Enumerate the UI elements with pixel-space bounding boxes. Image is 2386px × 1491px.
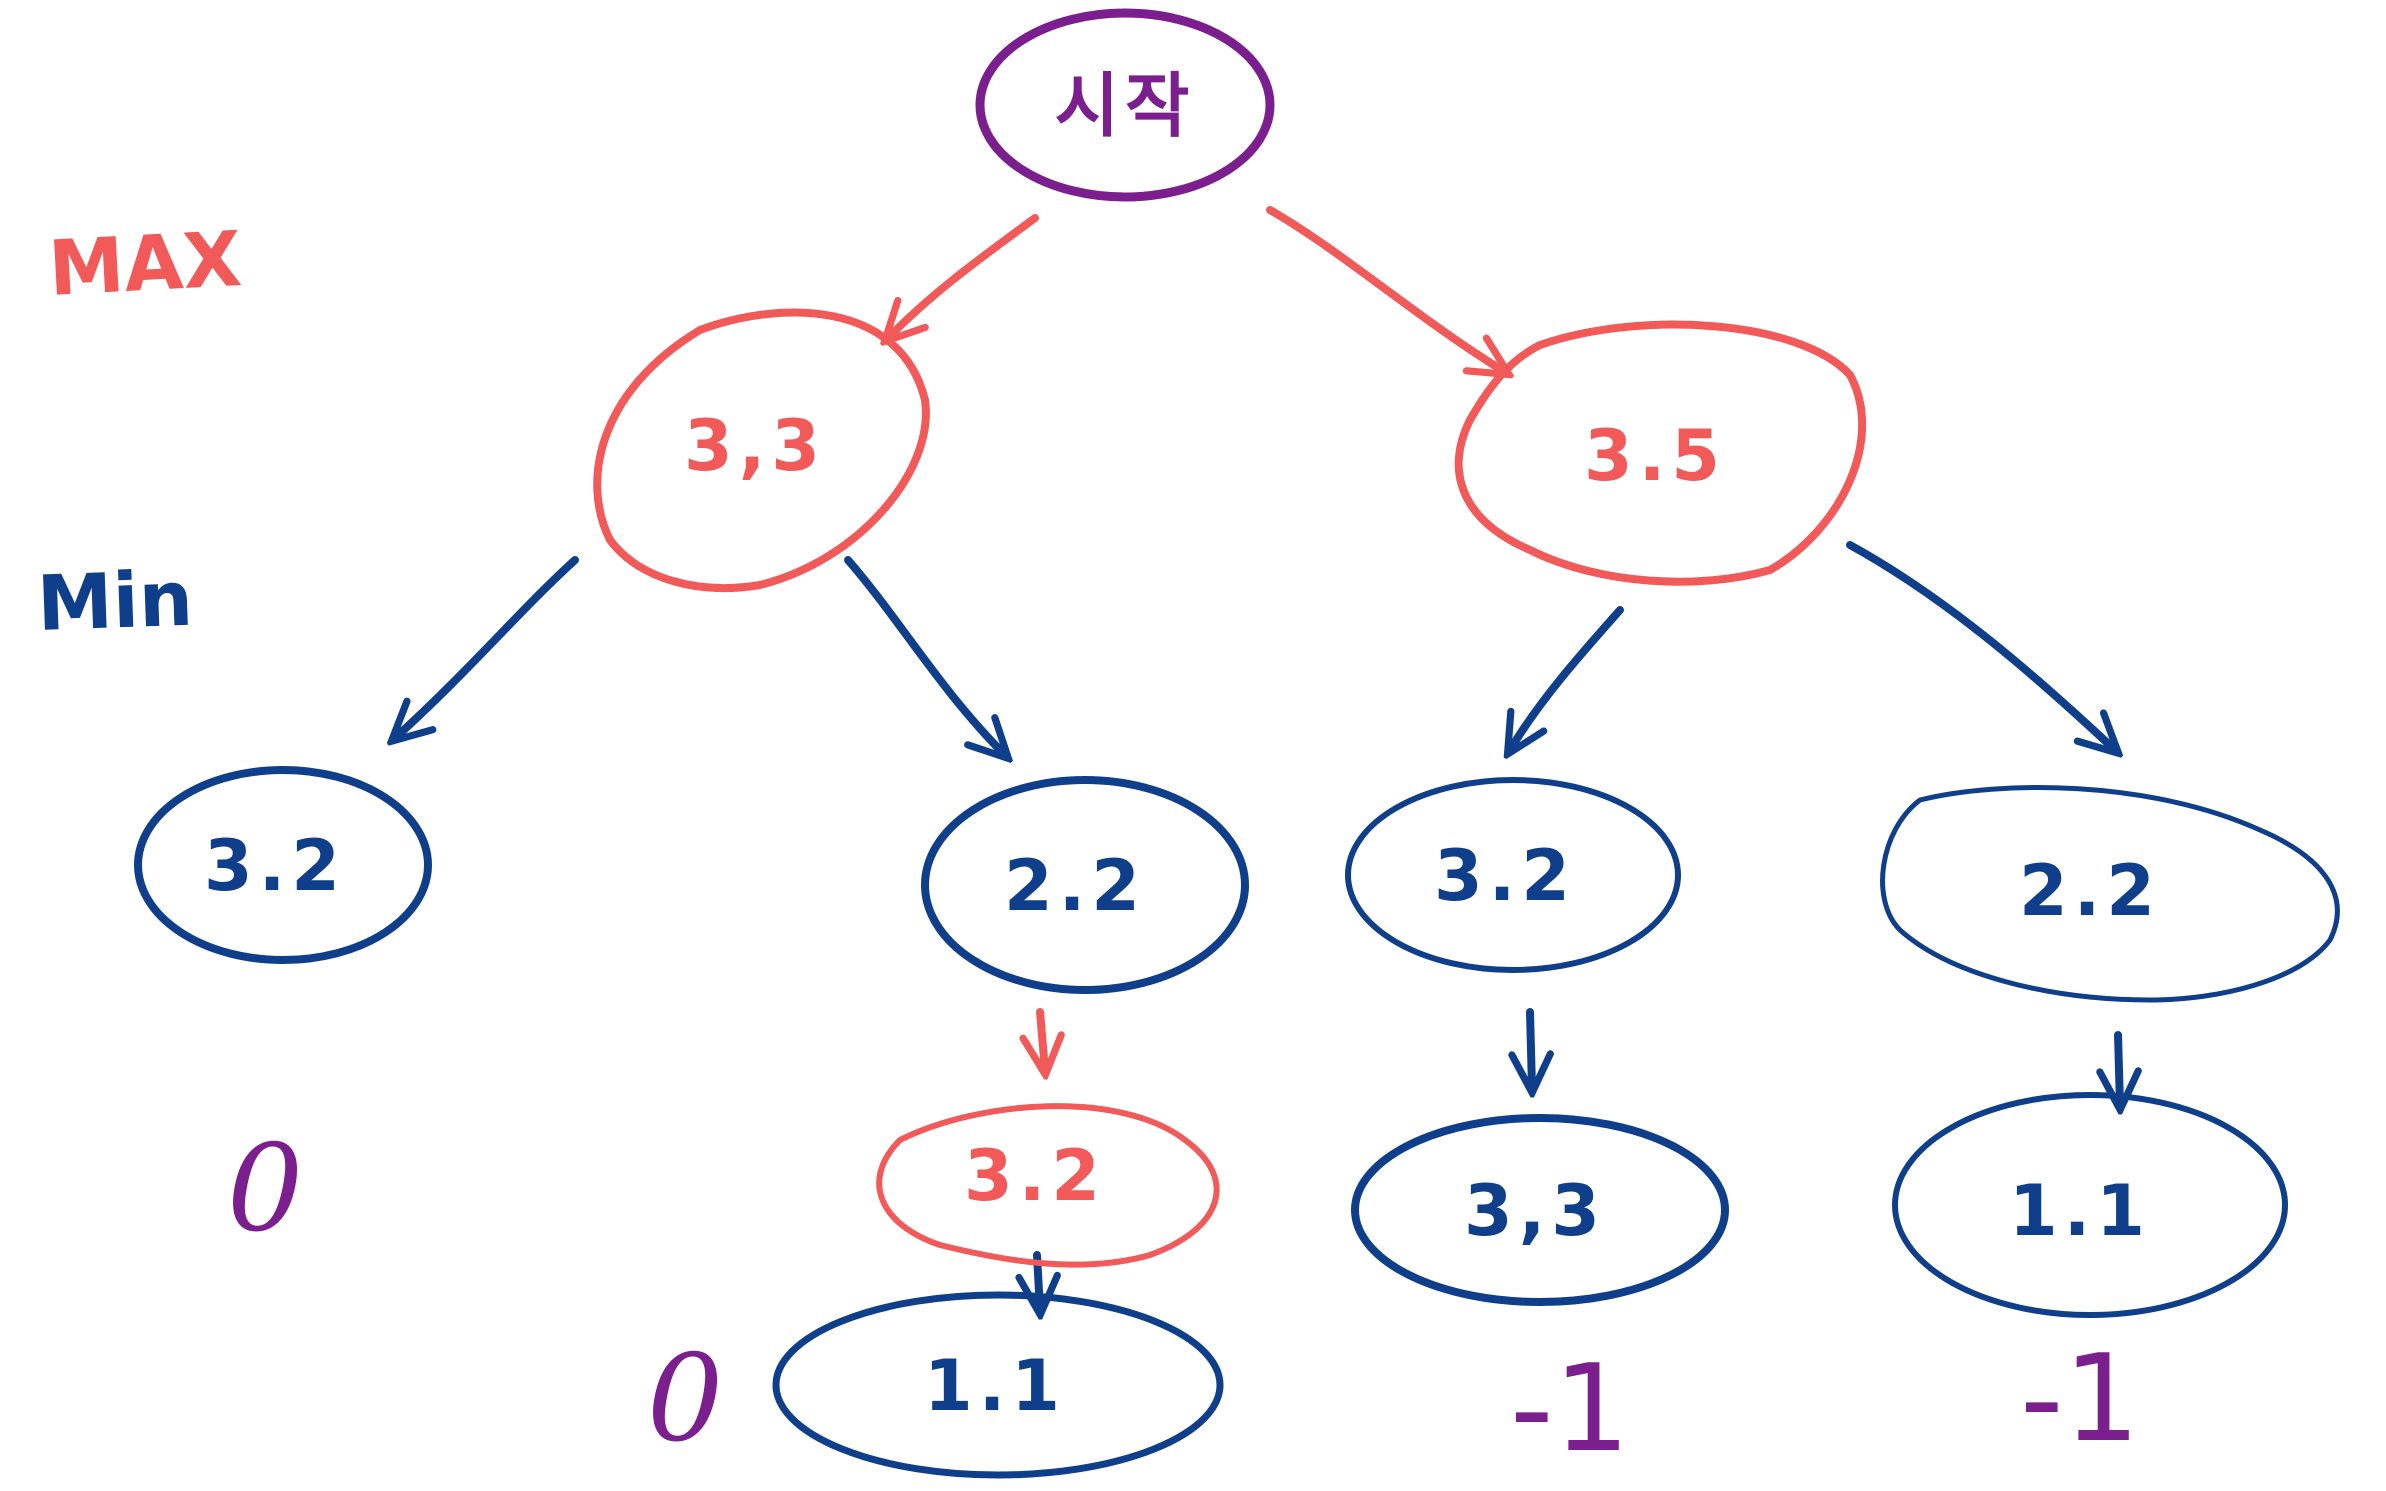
min-node-2: 2.2	[921, 776, 1249, 994]
leaf-node-2: 1.1	[772, 1291, 1224, 1479]
leaf-node-2-label: 1.1	[924, 1345, 1066, 1427]
edge-min-3-child	[1530, 1008, 1532, 1088]
min-node-1: 3.2	[134, 766, 432, 964]
utility-min-1: 0	[227, 1120, 303, 1259]
utility-child-3: -1	[1510, 1340, 1630, 1479]
max-node-left-label: 3,3	[684, 405, 826, 487]
min-node-1-label: 3.2	[204, 825, 346, 907]
child-node-4-label: 1.1	[2009, 1170, 2151, 1252]
min-node-4-label: 2.2	[2019, 850, 2161, 932]
max-level-label: MAX	[46, 214, 243, 313]
child-node-4: 1.1	[1892, 1092, 2288, 1318]
max-node-left: 3,3	[593, 308, 930, 592]
utility-leaf-2: 0	[647, 1330, 723, 1469]
utility-child-4: -1	[2020, 1330, 2140, 1469]
min-node-3-label: 3.2	[1434, 835, 1576, 917]
edge-min-2-child	[1040, 1008, 1045, 1070]
child-node-2: 3.2	[876, 1103, 1220, 1268]
edge-root-max-left	[888, 214, 1039, 338]
min-level-label: Min	[36, 554, 195, 648]
edge-max-left-min-2	[844, 556, 1005, 755]
min-node-2-label: 2.2	[1004, 845, 1146, 927]
min-node-4: 2.2	[1880, 785, 2340, 1003]
edge-max-left-min-1	[395, 556, 579, 738]
edge-max-right-min-4	[1846, 541, 2115, 750]
root-node: 시작	[975, 8, 1275, 202]
max-node-right-label: 3.5	[1584, 415, 1726, 497]
root-node-label: 시작	[1055, 65, 1196, 147]
edge-max-right-min-3	[1510, 606, 1624, 750]
min-node-3: 3.2	[1345, 777, 1681, 973]
child-node-3-label: 3,3	[1464, 1170, 1606, 1252]
max-node-right: 3.5	[1454, 320, 1867, 586]
child-node-3: 3,3	[1351, 1114, 1729, 1306]
child-node-2-label: 3.2	[964, 1135, 1106, 1217]
edge-root-max-right	[1266, 206, 1505, 372]
